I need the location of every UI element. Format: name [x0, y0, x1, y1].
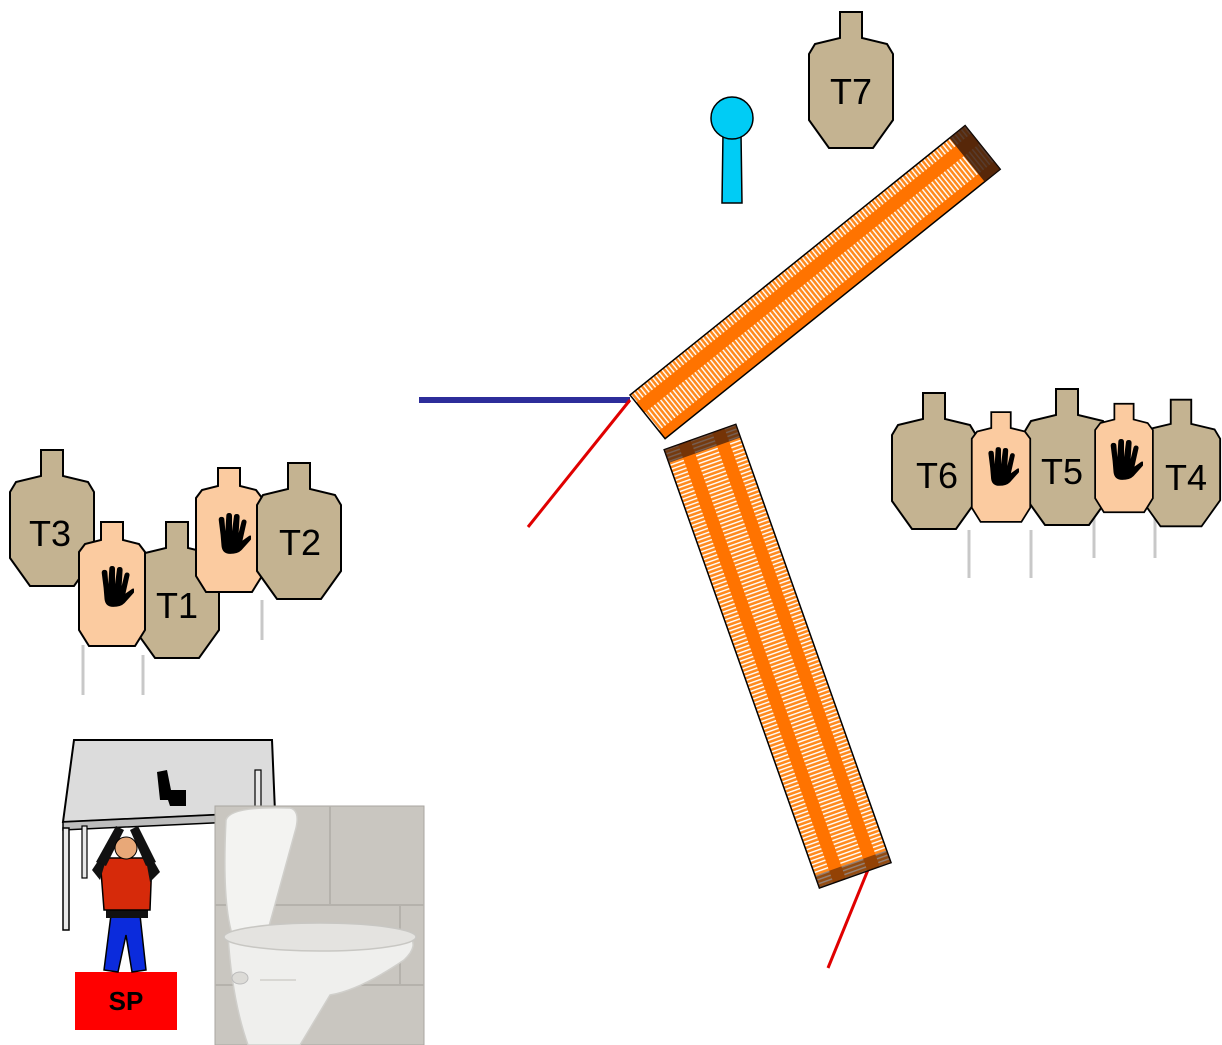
no-shoot-target-right-2 — [1094, 402, 1154, 514]
target-t6-label: T6 — [916, 455, 958, 496]
target-t2: T2 — [255, 461, 343, 601]
target-t2-label: T2 — [279, 522, 321, 563]
target-t6: T6 — [890, 391, 978, 531]
target-t3-label: T3 — [29, 513, 71, 554]
target-t7-label: T7 — [830, 71, 872, 112]
barrier-wall-lower — [663, 423, 892, 889]
target-group-right: T6 T4 T5 — [890, 387, 1222, 578]
limit-line-left — [526, 399, 632, 528]
target-t1: T1 — [133, 520, 221, 660]
toilet-photo — [214, 805, 425, 1045]
target-t1-label: T1 — [156, 585, 198, 626]
start-position-label: SP — [109, 986, 144, 1016]
target-t4-label: T4 — [1165, 457, 1207, 498]
target-t5-label: T5 — [1041, 451, 1083, 492]
no-shoot-target-right-1 — [970, 411, 1032, 523]
target-t7: T7 — [807, 10, 895, 150]
steel-popper — [710, 96, 754, 204]
target-t5: T5 — [1023, 387, 1111, 527]
target-t3: T3 — [8, 448, 96, 588]
target-group-left: T3 T1 T2 — [8, 448, 343, 695]
limit-line-bottom — [826, 859, 874, 969]
pistol-icon — [157, 770, 186, 806]
target-t4: T4 — [1140, 398, 1222, 528]
start-position: SP — [75, 972, 177, 1030]
no-shoot-target-left-2 — [194, 466, 264, 594]
barrier-wall-upper — [628, 124, 1002, 440]
shooter-figure — [92, 826, 160, 973]
